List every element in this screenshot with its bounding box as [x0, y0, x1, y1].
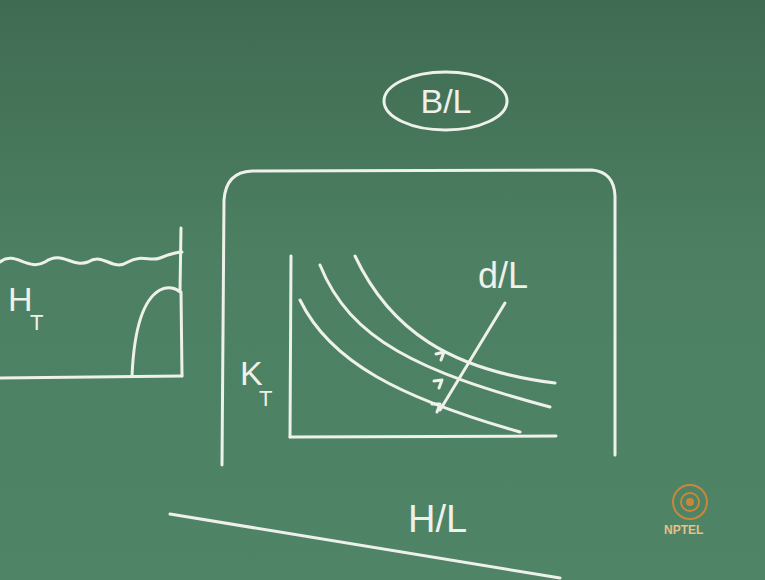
wave-sketch [0, 252, 182, 265]
x-axis [290, 436, 556, 437]
node-label: B/L [420, 84, 471, 118]
curve-parameter: d/L [478, 258, 528, 294]
kt-curve [355, 256, 555, 383]
subscript: T [30, 312, 43, 334]
arrow-mark [432, 404, 440, 412]
arrow-mark [434, 380, 442, 388]
arrow-mark [436, 352, 444, 360]
ellipse-node: B/L [382, 70, 509, 132]
watermark: NPTEL [664, 524, 703, 536]
kt-curve [300, 300, 520, 432]
subscript: T [259, 388, 272, 410]
wave-height-symbol: H [8, 282, 33, 316]
ellipse-outline [384, 72, 507, 130]
axis-symbol: K [240, 356, 263, 390]
breakwater-sketch [132, 228, 182, 376]
sea-bed [0, 376, 182, 378]
axis-label: H/L [408, 500, 467, 538]
chalk-stroke [170, 514, 560, 578]
chart-frame [222, 170, 615, 465]
logo-mark [673, 485, 707, 519]
y-axis [290, 256, 291, 437]
leader-line [440, 303, 505, 410]
